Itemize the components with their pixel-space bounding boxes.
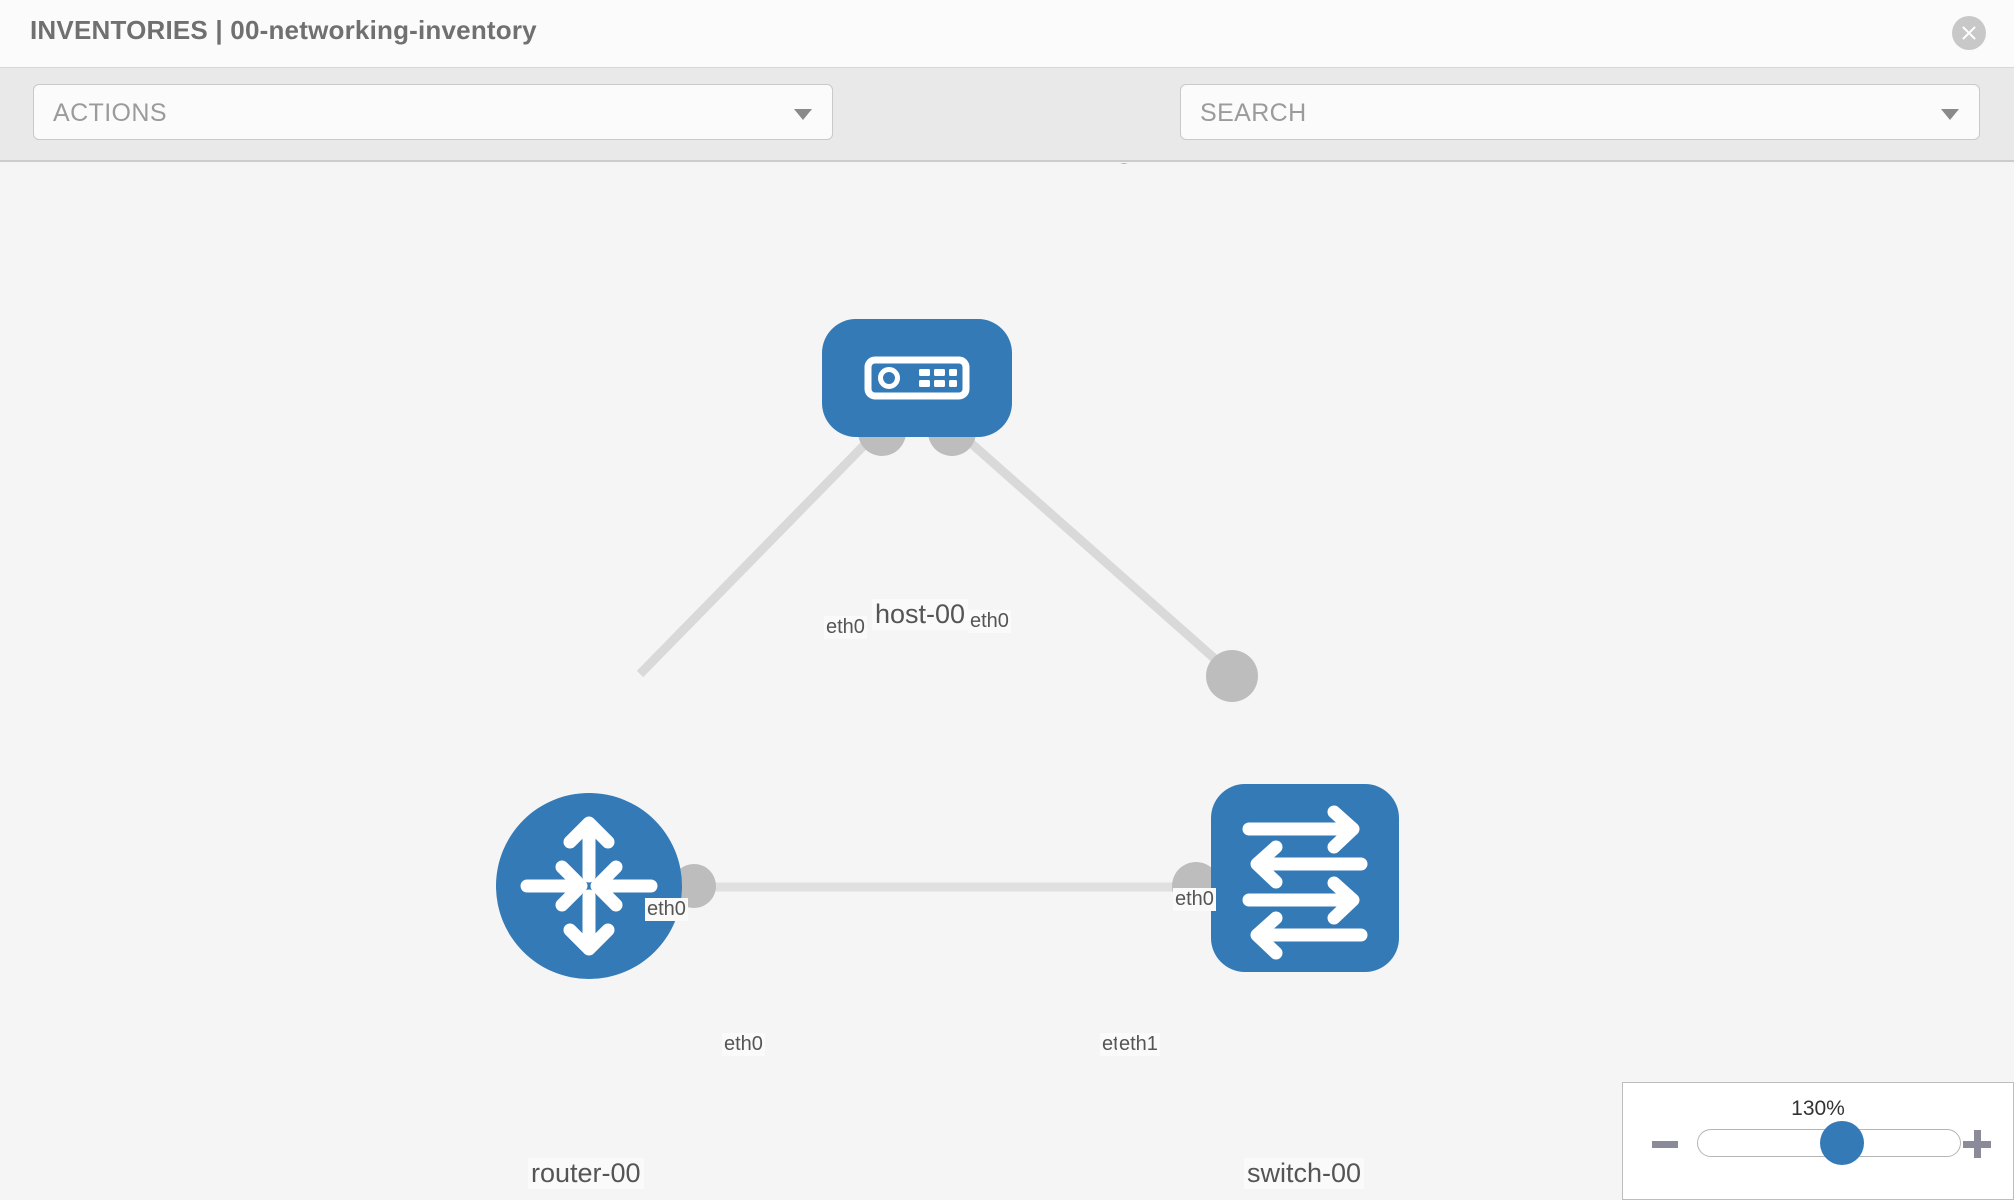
close-button[interactable] [1952, 16, 1986, 50]
connector-switch-top[interactable] [1206, 650, 1258, 702]
search-placeholder: SEARCH [1200, 99, 1307, 127]
page-title: INVENTORIES | 00-networking-inventory [30, 15, 537, 45]
edge-label-switch-eth1: eth1 [1117, 1033, 1160, 1056]
edge-label-host-eth0-left: eth0 [824, 616, 867, 639]
toolbar: ACTIONS SEARCH [0, 68, 2014, 197]
node-label-router-00: router-00 [528, 1158, 644, 1189]
page-header: INVENTORIES | 00-networking-inventory [0, 0, 2014, 68]
node-switch-00[interactable] [1211, 784, 1399, 972]
zoom-slider-thumb[interactable] [1820, 1121, 1864, 1165]
node-router-00[interactable] [496, 793, 682, 979]
chevron-down-icon [1941, 109, 1959, 120]
connector-router-right[interactable] [672, 864, 716, 908]
link-host-switch[interactable] [952, 425, 1235, 678]
search-input[interactable]: SEARCH [1180, 84, 1980, 140]
plus-icon[interactable] [1963, 1130, 1991, 1158]
edge-label-router-eth0-up: eth0 [645, 898, 688, 921]
node-label-host-00: host-00 [872, 599, 969, 630]
topology-canvas[interactable]: host-00 router-00 switch-00 eth0 eth0 et… [0, 164, 2014, 1200]
edge-label-host-eth0-right: eth0 [968, 610, 1011, 633]
edge-label-switch-eth0-up: eth0 [1173, 888, 1216, 911]
minus-icon[interactable] [1652, 1141, 1678, 1148]
link-router-host[interactable] [636, 425, 884, 678]
node-label-switch-00: switch-00 [1244, 1158, 1365, 1189]
chevron-down-icon [794, 109, 812, 120]
zoom-control-panel: 130% [1622, 1082, 2014, 1200]
zoom-percent-label: 130% [1791, 1097, 1845, 1120]
edge-label-router-eth0-right: eth0 [722, 1033, 765, 1056]
node-host-00[interactable] [822, 319, 1012, 437]
topology-graph [496, 319, 1399, 979]
actions-dropdown[interactable]: ACTIONS [33, 84, 833, 140]
actions-dropdown-label: ACTIONS [53, 99, 167, 127]
